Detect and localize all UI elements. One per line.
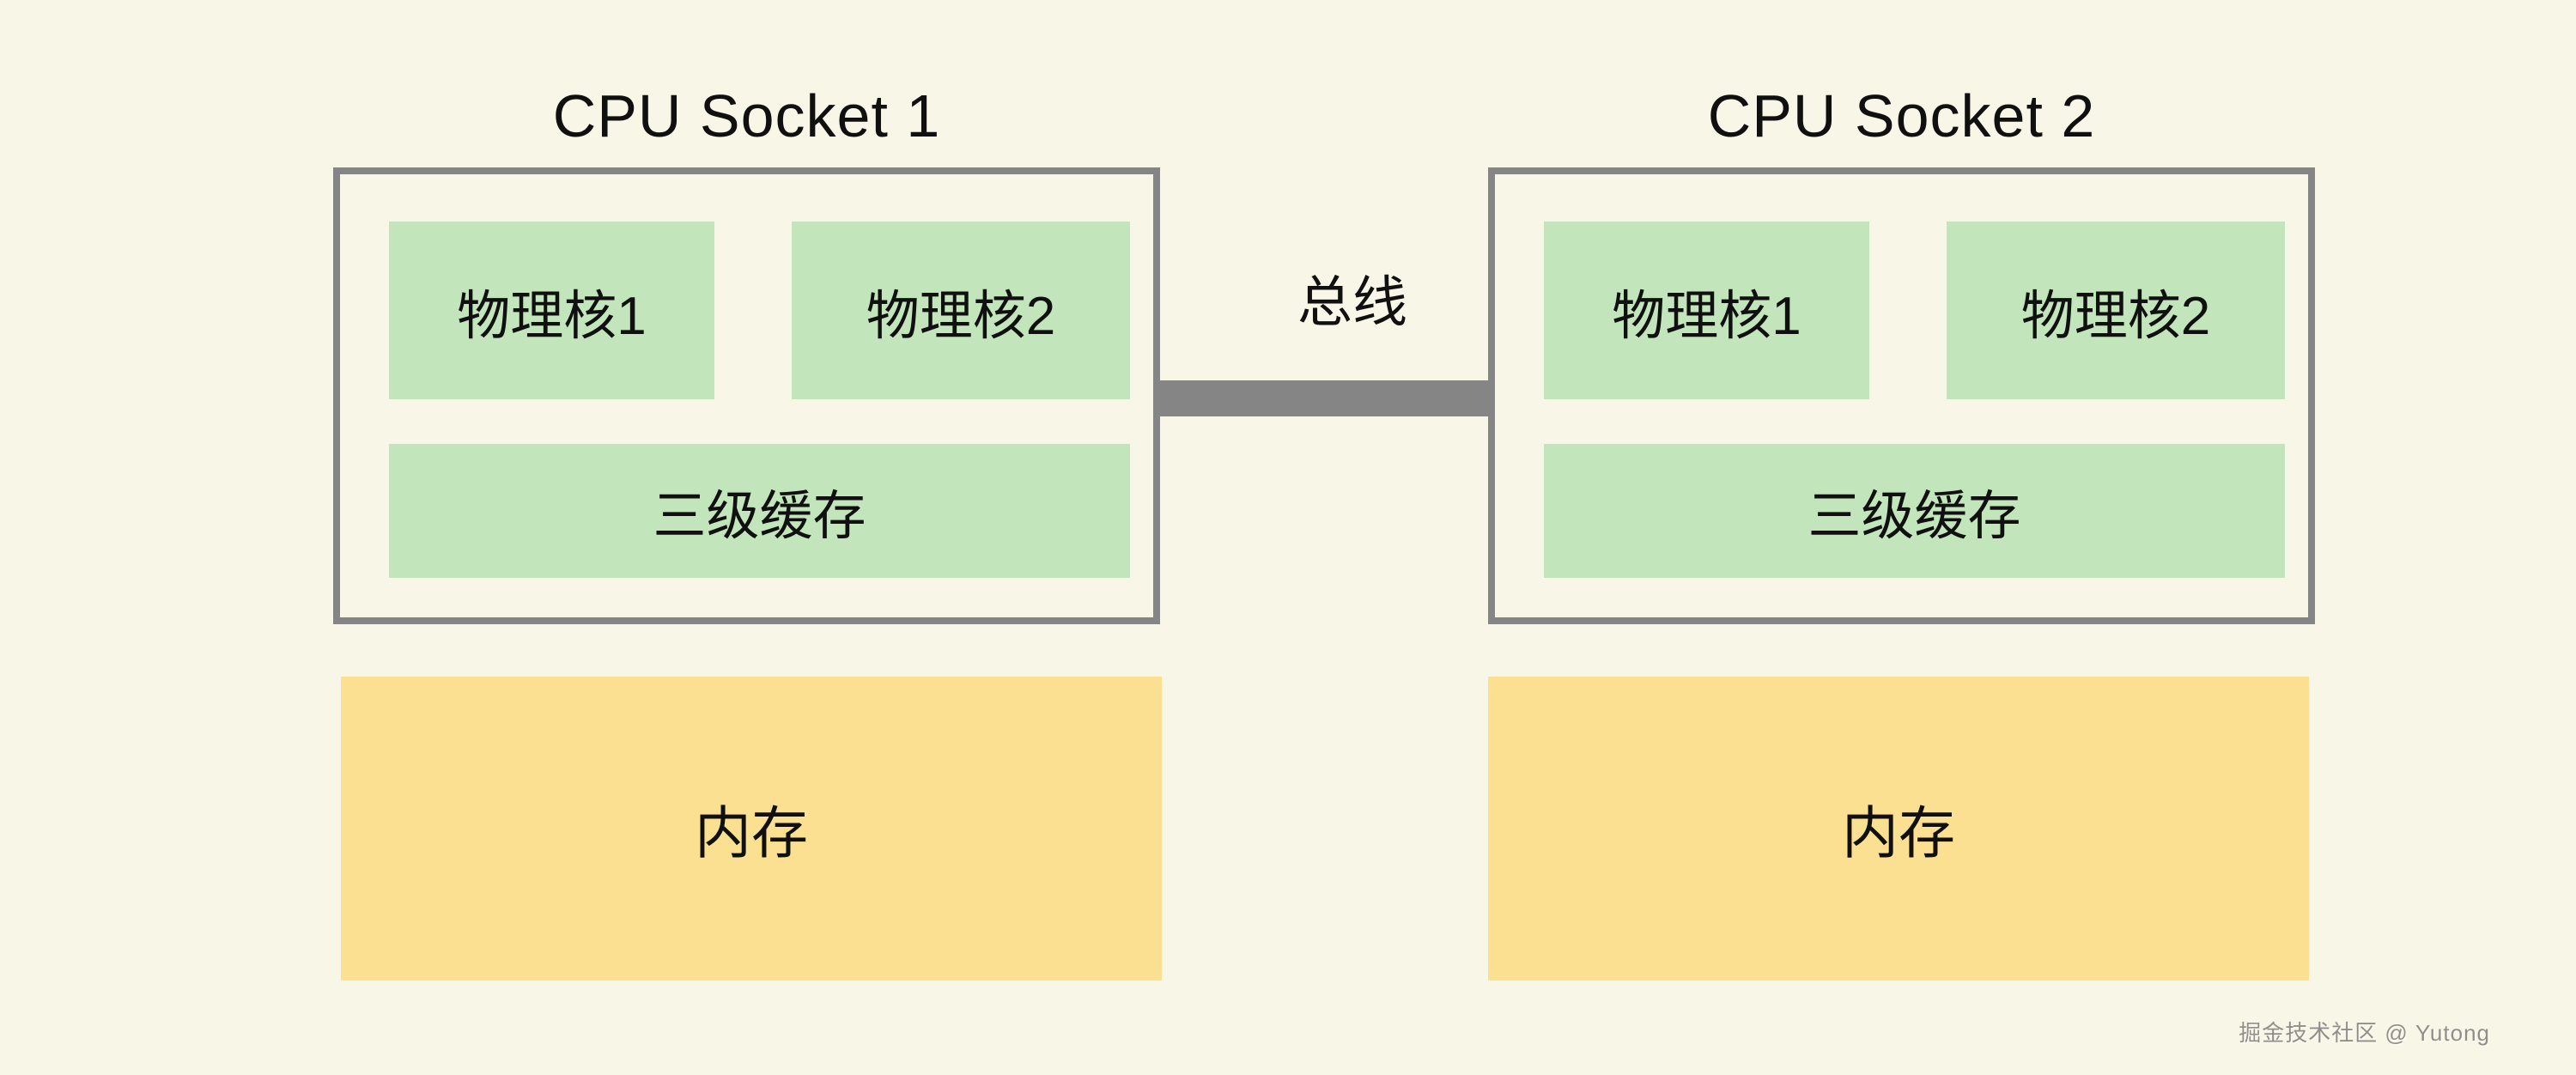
socket1-box: 物理核1 物理核2 三级缓存 [333, 167, 1160, 624]
socket2-title: CPU Socket 2 [1707, 82, 2096, 149]
socket1-core2-box: 物理核2 [792, 222, 1130, 399]
socket1-title: CPU Socket 1 [552, 82, 941, 149]
socket2-memory-box: 内存 [1488, 677, 2309, 981]
bus-connector-bar [1160, 380, 1488, 416]
socket1-core1-box: 物理核1 [389, 222, 714, 399]
socket2-box: 物理核1 物理核2 三级缓存 [1488, 167, 2315, 624]
socket1-memory-box: 内存 [341, 677, 1162, 981]
socket1-l3-cache-box: 三级缓存 [389, 444, 1130, 578]
watermark-text: 掘金技术社区 @ Yutong [2239, 1020, 2490, 1046]
bus-label: 总线 [1297, 271, 1407, 333]
socket2-core2-box: 物理核2 [1947, 222, 2285, 399]
socket2-core1-box: 物理核1 [1544, 222, 1869, 399]
socket2-l3-cache-box: 三级缓存 [1544, 444, 2285, 578]
